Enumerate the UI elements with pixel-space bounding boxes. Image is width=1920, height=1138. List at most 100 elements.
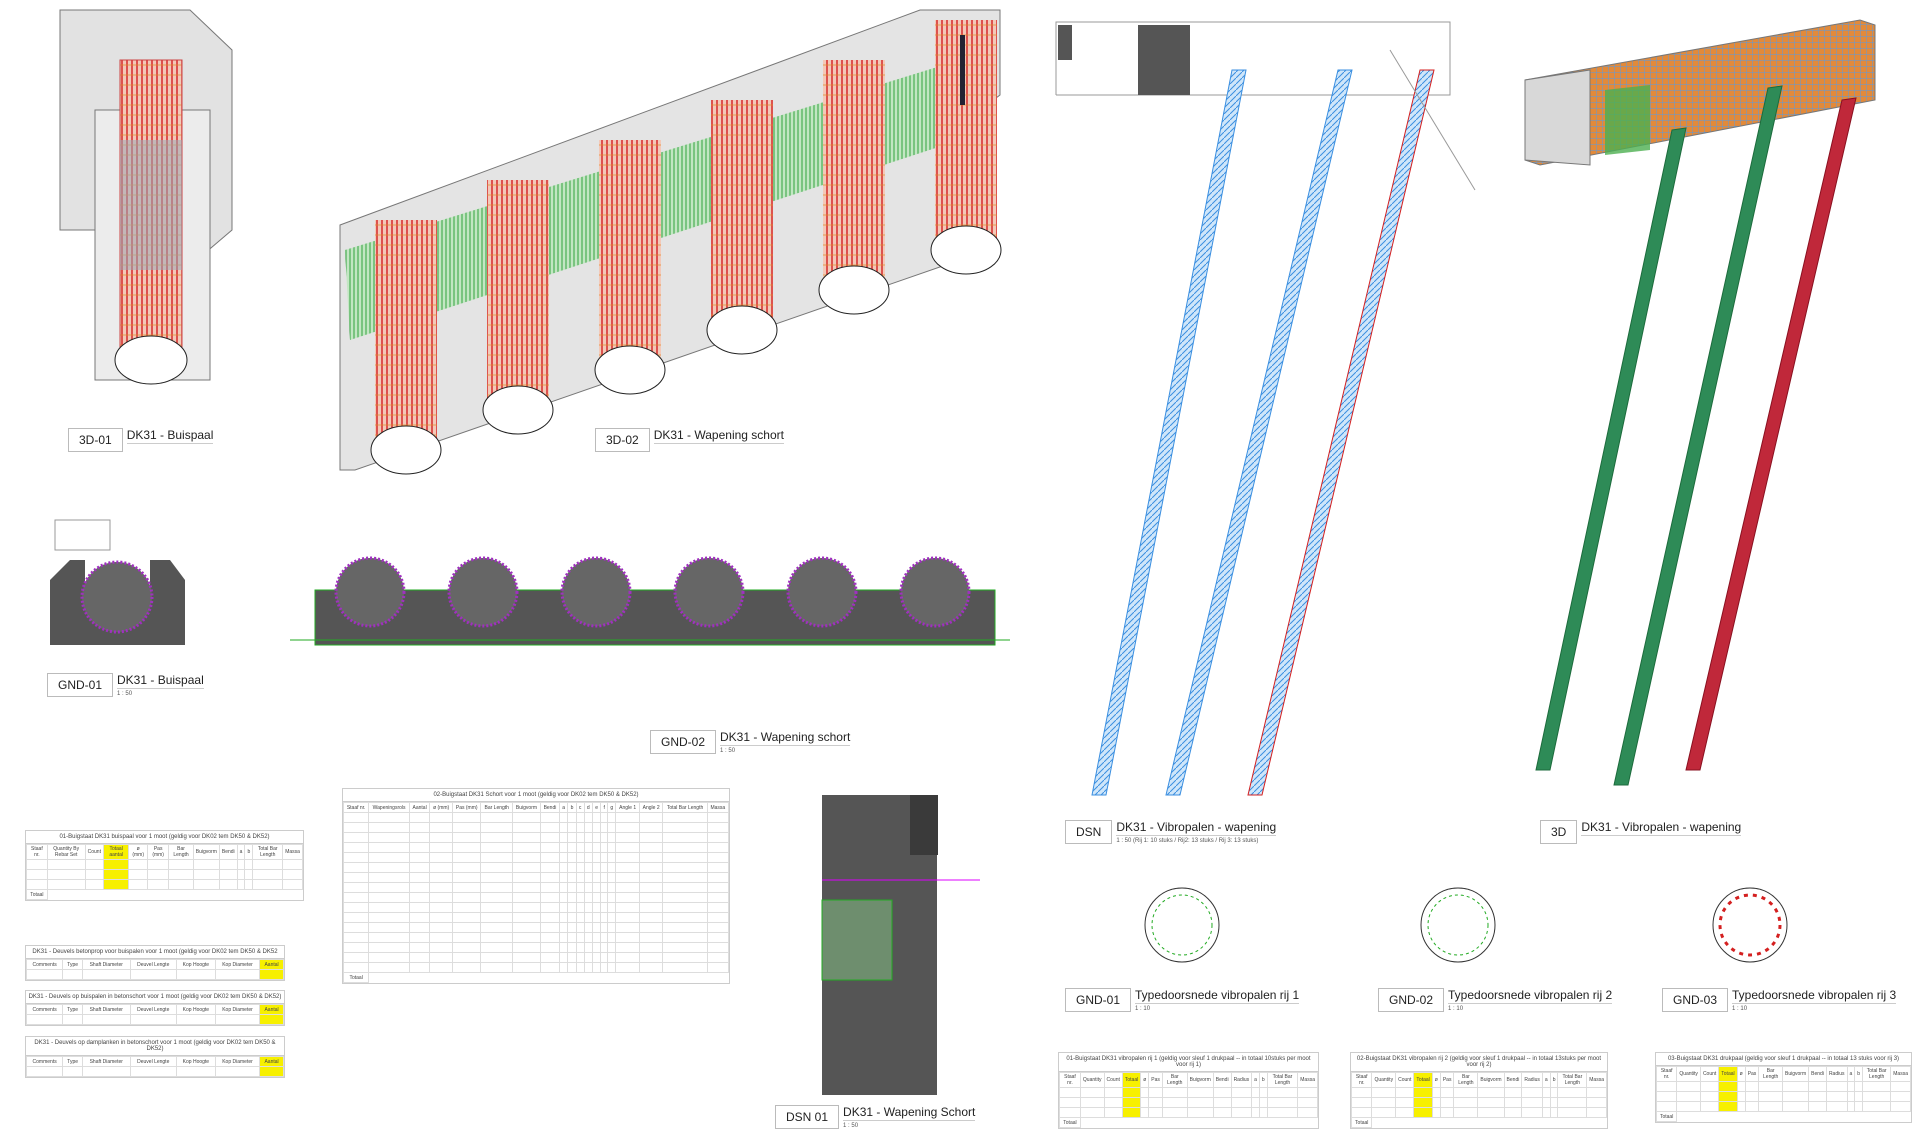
table-row [25,1014,284,1025]
view-title: DK31 - Vibropalen - wapening [1116,820,1277,836]
column-header: a [1541,1072,1551,1088]
column-header: Bar Length [480,802,513,813]
column-header: ø [1140,1072,1150,1088]
column-header: Type [62,1004,83,1015]
view-code: DSN 01 [775,1105,840,1129]
table-row [342,832,730,843]
column-header: Shaft Diameter [81,1056,131,1067]
total-label: Totaal [26,889,48,900]
schedule-title: 01-Buigstaat DK31 buispaal voor 1 moot (… [26,831,303,844]
schedule-title: 01-Buigstaat DK31 vibropalen rij 1 (geld… [1059,1053,1318,1072]
table-row [1350,1107,1607,1118]
column-header: Aantal [259,959,284,970]
view-title: DK31 - Vibropalen - wapening [1581,820,1742,836]
view-3d-02-wapening-schort [339,9,1002,475]
view-title: DK31 - Buispaal [117,673,204,689]
column-header: Type [62,1056,83,1067]
table-row [342,952,730,963]
table-row [342,882,730,893]
column-header: Totaal [1718,1066,1738,1082]
view-3d-vibropalen [1524,19,1876,786]
column-header: Bar Length [1758,1066,1784,1082]
schedule-schort: 02-Buigstaat DK31 Schort voor 1 moot (ge… [342,788,730,984]
column-header: Bendi [218,844,238,860]
pile-cage [823,60,885,290]
column-header: Total Bar Length [1862,1066,1892,1082]
column-header: b [244,844,254,860]
column-header: a [558,802,569,813]
column-header: Kop Hoogte [175,1056,216,1067]
column-header: Massa [1297,1072,1318,1088]
view-code: 3D [1540,820,1578,844]
column-header: Wapeningsrols [368,802,410,813]
table-row [1059,1097,1318,1108]
column-header: Pas [1439,1072,1455,1088]
pile-cage [487,180,549,410]
pile-section [786,556,858,628]
schedule-deuvels-betonprop: DK31 - Deuvels betonprop voor buispalen … [25,945,285,981]
column-header: Buigvorm [1477,1072,1505,1088]
column-header: Count [1103,1072,1123,1088]
schedule-title: DK31 - Deuvels betonprop voor buispalen … [26,946,284,959]
table-row [25,969,284,980]
view-scale: 1 : 50 [720,748,736,754]
column-header: Totaal [1413,1072,1433,1088]
table-row [1059,1107,1318,1118]
column-header: Buigvorm [1782,1066,1810,1082]
column-header: Shaft Diameter [81,1004,131,1015]
schedule-title: 03-Buigstaat DK31 drukpaal (geldig voor … [1656,1053,1911,1066]
column-header: b [1549,1072,1559,1088]
column-header: ø [1736,1066,1746,1082]
view-title: DK31 - Wapening schort [653,428,784,444]
view-scale: 1 : 50 [117,691,133,697]
column-header: Pas [1744,1066,1760,1082]
pile-cage [599,140,661,370]
view-scale: 1 : 10 [1448,1006,1464,1012]
table-row [342,842,730,853]
pile-section [899,556,971,628]
table-row [342,922,730,933]
pile-end [818,265,890,315]
total-label: Totaal [1350,1117,1373,1128]
column-header: Massa [1890,1066,1911,1082]
column-header: Pas (mm) [147,844,170,860]
view-3d-01-buispaal [59,9,233,385]
column-header: Quantity [1676,1066,1701,1082]
column-header: a [1846,1066,1856,1082]
column-header: g [607,802,617,813]
table-row [26,859,303,870]
table-row [1059,1087,1318,1098]
table-row [342,962,730,973]
schedule-vibropalen-rij-3: 03-Buigstaat DK31 drukpaal (geldig voor … [1655,1052,1912,1123]
column-header: b [1258,1072,1268,1088]
pile-end [706,305,778,355]
column-header: Bar Length [1453,1072,1479,1088]
column-header: b [1854,1066,1864,1082]
table-row [1655,1081,1911,1092]
view-code: GND-02 [1378,988,1445,1012]
total-label: Totaal [342,972,370,983]
table-row [1655,1091,1911,1102]
view-scale: 1 : 10 [1135,1006,1151,1012]
table-row [342,932,730,943]
schedule-title: DK31 - Deuvels op buispalen in betonscho… [26,991,284,1004]
column-header: Aantal [259,1004,284,1015]
column-header: Staaf nr. [342,802,370,813]
column-header: Count [1699,1066,1720,1082]
column-header: b [567,802,577,813]
view-scale: 1 : 10 [1732,1006,1748,1012]
table-row [1350,1087,1607,1098]
column-header: Staaf nr. [1059,1072,1081,1088]
pile-cage [375,220,437,450]
column-header: a [1251,1072,1260,1088]
view-scale: 1 : 50 [843,1123,859,1129]
column-header: Massa [282,844,303,860]
column-header: Total Bar Length [1557,1072,1588,1088]
pile-section [447,556,519,628]
column-header: ø (mm) [429,802,453,813]
